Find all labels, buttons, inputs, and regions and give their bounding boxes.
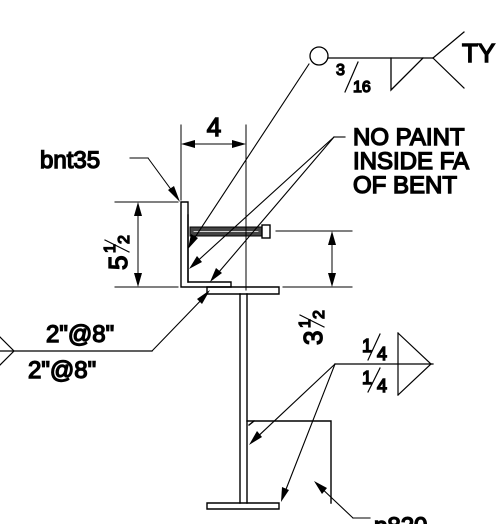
dimension-height xyxy=(114,201,179,288)
weld-top-size: 3 16 xyxy=(335,61,372,97)
weld-left-arrow-side: 2"@8" xyxy=(46,321,114,348)
svg-text:1: 1 xyxy=(297,319,314,328)
weld-all-around-symbol xyxy=(188,46,434,249)
note-line-1: NO PAINT xyxy=(353,124,465,151)
weld-right-symbol xyxy=(249,332,434,502)
weld-left-symbol xyxy=(0,290,210,366)
svg-text:4: 4 xyxy=(377,344,387,364)
note-text: NO PAINT INSIDE FA OF BENT xyxy=(352,123,469,199)
note-line-3: OF BENT xyxy=(353,172,457,199)
weld-left-other-side: 2"@8" xyxy=(28,357,96,384)
bolt-icon xyxy=(189,224,271,239)
svg-text:5: 5 xyxy=(103,256,133,270)
bent-plate xyxy=(180,201,232,288)
weld-right-size-lower: 1 4 xyxy=(361,367,388,397)
plate-mark-leader xyxy=(314,481,371,519)
svg-text:4: 4 xyxy=(377,376,387,396)
fillet-weld-symbol xyxy=(390,31,465,92)
svg-text:1: 1 xyxy=(362,336,372,356)
svg-text:16: 16 xyxy=(353,79,371,96)
weld-right-size-upper: 1 4 xyxy=(361,333,388,365)
dim-width-label: 4 xyxy=(207,112,221,142)
plate-mark-label: p820 xyxy=(374,513,427,524)
beam-section xyxy=(206,286,280,510)
member-mark-leader xyxy=(129,157,180,202)
dim-height-label: 5 1 2 xyxy=(101,234,133,270)
note-line-2: INSIDE FA xyxy=(353,148,469,175)
dim-offset-label: 3 1 2 xyxy=(296,309,328,345)
svg-text:1: 1 xyxy=(102,244,119,253)
dimension-width xyxy=(180,124,247,291)
dimension-offset xyxy=(275,230,353,288)
svg-text:1: 1 xyxy=(362,368,372,388)
svg-text:2: 2 xyxy=(311,310,328,319)
svg-text:3: 3 xyxy=(336,62,345,79)
note-leaders xyxy=(189,136,346,282)
svg-text:2: 2 xyxy=(116,235,133,244)
member-mark-label: bnt35 xyxy=(40,147,100,174)
svg-text:3: 3 xyxy=(298,331,328,345)
weld-top-tail: TY xyxy=(462,38,495,68)
stiffener-plate xyxy=(246,420,332,504)
